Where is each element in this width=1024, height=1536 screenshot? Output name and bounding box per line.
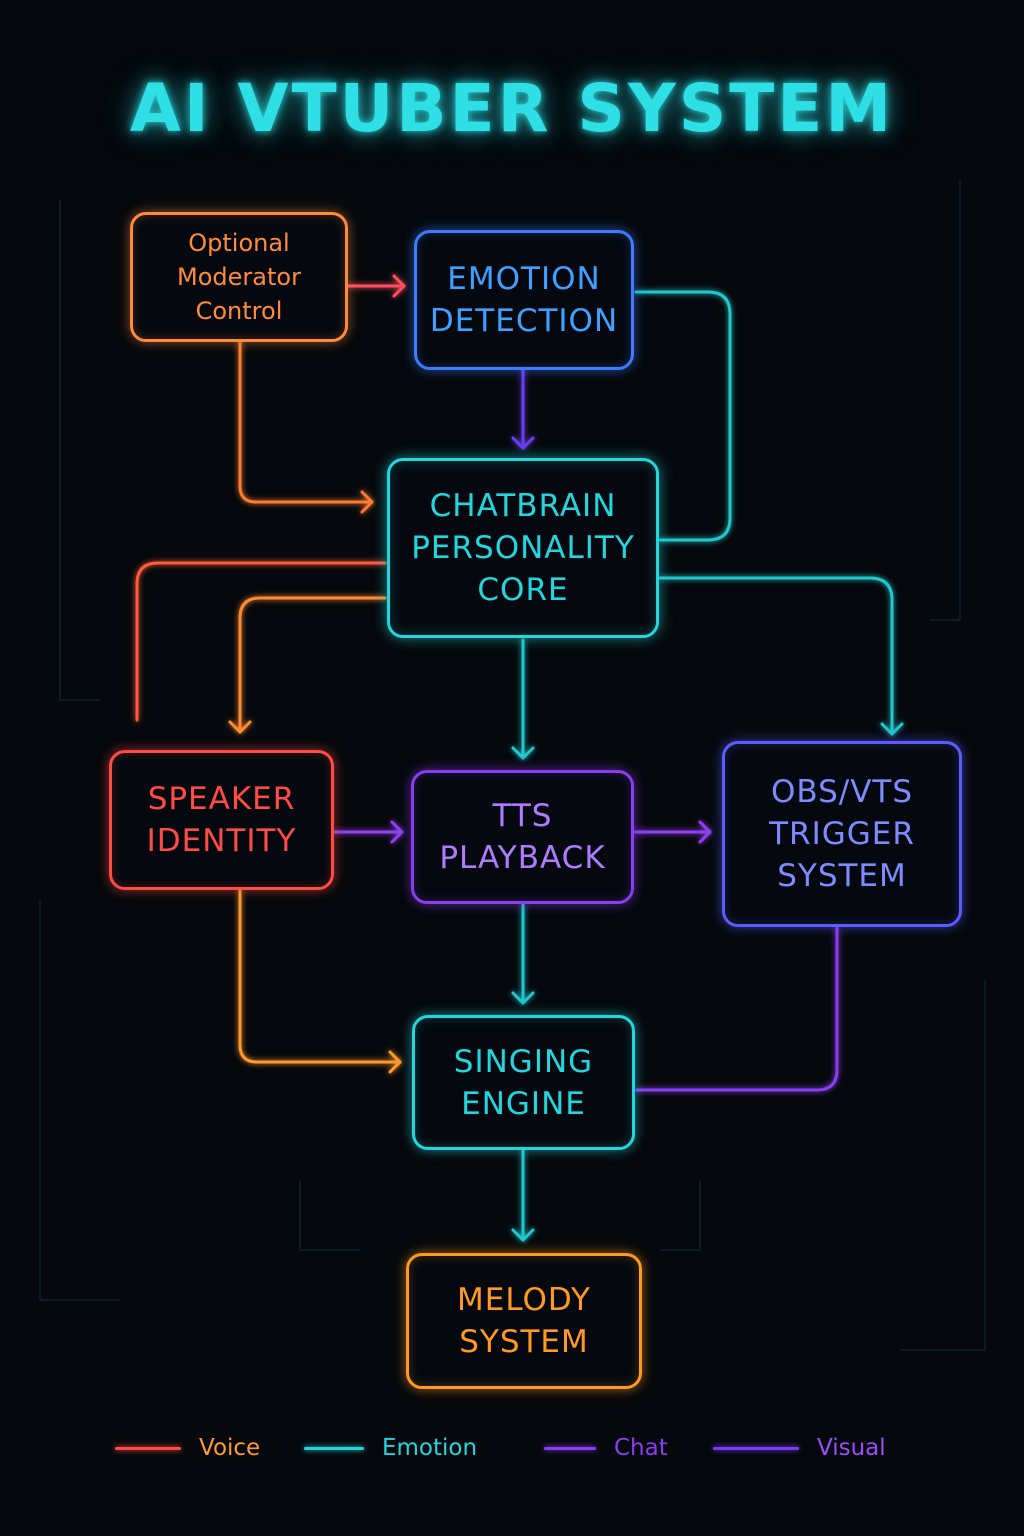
link-moderator-to-emotion-arrowhead — [392, 274, 406, 298]
legend-emotion-swatch — [304, 1446, 364, 1450]
legend-chat-label: Chat — [614, 1435, 668, 1461]
link-chatbrain-to-tts-arrowhead — [511, 746, 535, 760]
node-emotion-detection-label: EMOTION DETECTION — [429, 261, 619, 339]
node-tts-playback-label: TTS PLAYBACK — [439, 798, 606, 876]
legend-chat-swatch — [544, 1446, 596, 1450]
link-speaker-to-singing-arrowhead — [388, 1050, 402, 1074]
node-chatbrain-core-label: CHATBRAIN PERSONALITY CORE — [411, 488, 635, 608]
link-moderator-to-chatbrain-arrowhead — [360, 490, 374, 514]
link-chatbrain-to-obs — [658, 576, 894, 736]
legend-emotion-label: Emotion — [382, 1435, 478, 1461]
node-moderator-control-label: Optional Moderator Control — [177, 229, 301, 325]
legend-voice-label: Voice — [199, 1435, 261, 1461]
node-tts-playback: TTS PLAYBACK — [411, 770, 634, 904]
link-singing-to-melody-arrowhead — [511, 1228, 535, 1242]
link-emotion-to-chatbrain-arrowhead — [511, 436, 535, 450]
legend-visual: Visual — [713, 1430, 886, 1466]
link-speaker-to-tts-arrowhead — [390, 820, 404, 844]
node-melody-system-label: MELODY SYSTEM — [456, 1282, 591, 1360]
link-chatbrain-to-speaker-arrowhead — [228, 720, 252, 734]
link-emotion-loop — [634, 290, 732, 542]
legend-voice: Voice — [115, 1430, 260, 1466]
node-speaker-identity: SPEAKER IDENTITY — [109, 750, 334, 890]
legend-visual-label: Visual — [817, 1435, 886, 1461]
link-tts-to-singing-arrowhead — [511, 991, 535, 1005]
link-speaker-to-singing — [238, 889, 402, 1064]
link-tts-to-obs-arrowhead — [698, 820, 712, 844]
legend-voice-swatch — [115, 1446, 181, 1450]
node-obs-vts-trigger: OBS/VTS TRIGGER SYSTEM — [722, 741, 962, 927]
legend-emotion: Emotion — [304, 1430, 477, 1466]
link-moderator-to-chatbrain — [238, 340, 374, 504]
node-melody-system: MELODY SYSTEM — [406, 1253, 642, 1389]
link-chatbrain-to-obs-arrowhead — [880, 722, 904, 736]
legend-chat: Chat — [544, 1430, 668, 1466]
node-obs-vts-trigger-label: OBS/VTS TRIGGER SYSTEM — [769, 774, 915, 894]
node-speaker-identity-label: SPEAKER IDENTITY — [146, 781, 297, 859]
node-chatbrain-core: CHATBRAIN PERSONALITY CORE — [387, 458, 659, 638]
background-circuit-traces — [39, 180, 986, 1351]
link-chatbrain-to-speaker — [238, 596, 387, 734]
node-emotion-detection: EMOTION DETECTION — [414, 230, 634, 370]
node-singing-engine: SINGING ENGINE — [412, 1015, 635, 1150]
page-title: AI VTUBER SYSTEM — [129, 70, 895, 147]
link-obs-to-singing — [635, 926, 839, 1092]
node-singing-engine-label: SINGING ENGINE — [453, 1043, 594, 1122]
link-speaker-feedback — [135, 561, 387, 722]
legend-visual-swatch — [713, 1446, 799, 1450]
node-moderator-control: Optional Moderator Control — [130, 212, 348, 342]
